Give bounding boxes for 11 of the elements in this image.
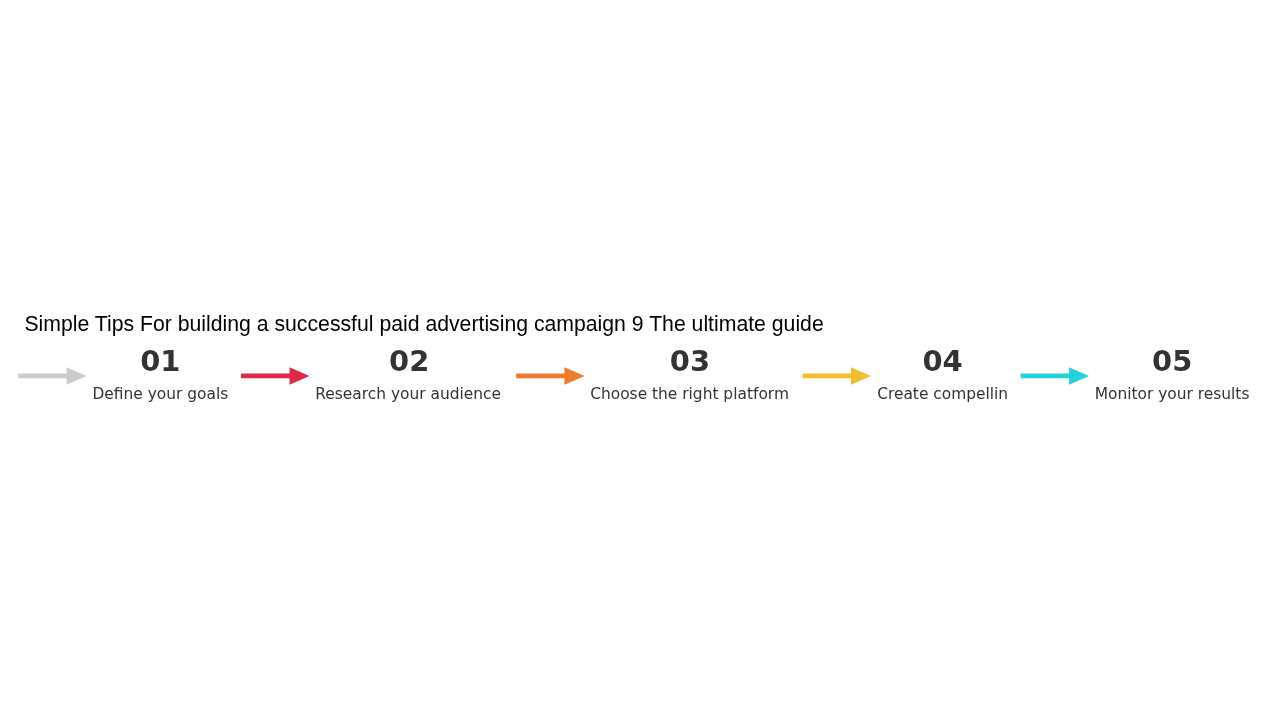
arrow (18, 366, 87, 385)
node-text: 05 Monitor your results (1094, 343, 1250, 403)
arrow (802, 366, 871, 385)
node-text: 04 Create compellin (877, 343, 1009, 403)
node-text: 02 Research your audience (315, 343, 502, 403)
arrow (241, 366, 310, 385)
diagram-title: Simple Tips For building a successful paid advertising campaign 9 The ultimate guide (24, 311, 824, 335)
node-text: 01 Define your goals (92, 343, 229, 403)
node-text: 03 Choose the right platform (590, 343, 789, 403)
arrow (1020, 366, 1090, 385)
arrow (516, 366, 585, 385)
